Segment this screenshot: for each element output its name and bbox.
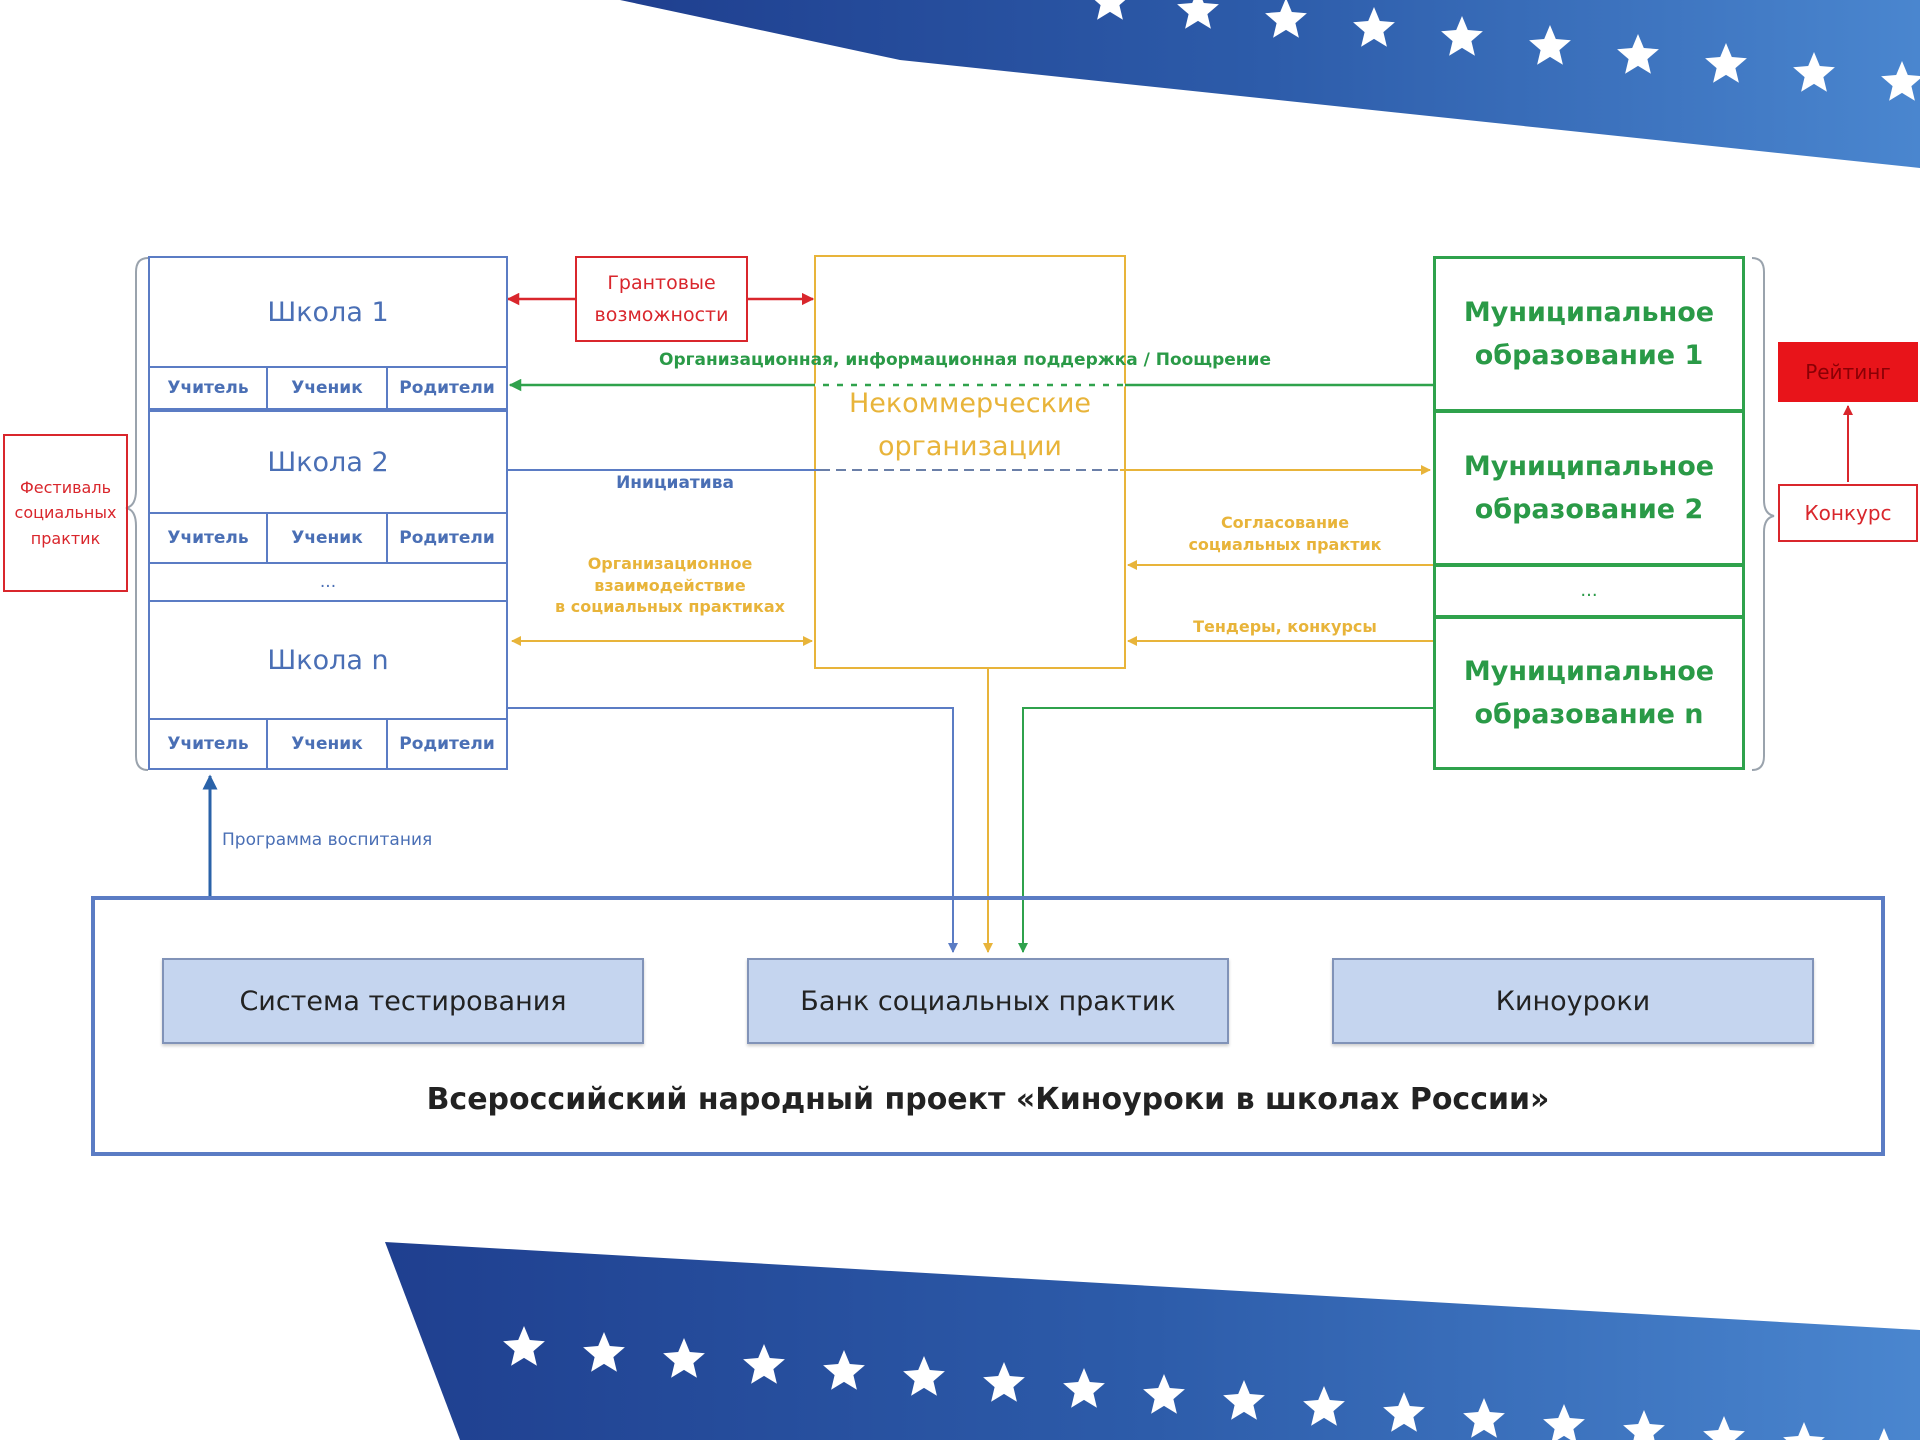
star-icon xyxy=(903,1356,945,1396)
project-title: Всероссийский народный проект «Киноуроки… xyxy=(426,1082,1550,1117)
tenders-label: Тендеры, конкурсы xyxy=(1193,617,1377,636)
school-n-teacher: Учитель xyxy=(148,718,268,770)
project-frame xyxy=(91,896,1885,1156)
school-1-title: Школа 1 xyxy=(267,296,389,328)
school-1-box[interactable]: Школа 1 xyxy=(148,256,508,368)
star-icon xyxy=(663,1338,705,1378)
initiative-label: Инициатива xyxy=(616,473,734,493)
star-icon xyxy=(1793,52,1835,92)
school-ellipsis: ... xyxy=(148,562,508,602)
star-icon xyxy=(743,1344,785,1384)
star-icon xyxy=(1177,0,1219,29)
star-icon xyxy=(1143,1374,1185,1414)
school-1-student: Ученик xyxy=(266,366,388,410)
star-icon xyxy=(823,1350,865,1390)
testing-system-module[interactable]: Система тестирования xyxy=(162,958,644,1044)
municipality-ellipsis: ... xyxy=(1433,564,1745,618)
ngo-box xyxy=(814,255,1126,669)
school-2-title: Школа 2 xyxy=(267,446,389,478)
bottom-banner-stars xyxy=(503,1326,1889,1440)
star-icon xyxy=(503,1326,545,1366)
support-label: Организационная, информационная поддержк… xyxy=(659,350,1271,370)
school-n-title: Школа n xyxy=(267,644,389,676)
program-label: Программа воспитания xyxy=(222,830,433,850)
municipality-1-box[interactable]: Муниципальное образование 1 xyxy=(1433,256,1745,412)
school-n-parents: Родители xyxy=(386,718,508,770)
social-practices-bank-module[interactable]: Банк социальных практик xyxy=(747,958,1229,1044)
star-icon xyxy=(1463,1398,1505,1438)
star-icon xyxy=(1881,61,1920,101)
star-icon xyxy=(1703,1416,1745,1440)
school-2-student: Ученик xyxy=(266,512,388,564)
school-2-parents: Родители xyxy=(386,512,508,564)
muni-to-bank-line xyxy=(1018,707,1433,953)
star-icon xyxy=(983,1362,1025,1402)
school-1-teacher: Учитель xyxy=(148,366,268,410)
star-icon xyxy=(1529,25,1571,65)
star-icon xyxy=(1094,0,1126,20)
municipality-n-box[interactable]: Муниципальное образование n xyxy=(1433,616,1745,770)
school-1-parents: Родители xyxy=(386,366,508,410)
school-n-box[interactable]: Школа n xyxy=(148,600,508,720)
star-icon xyxy=(1441,16,1483,56)
left-brace xyxy=(125,257,149,771)
star-icon xyxy=(1383,1392,1425,1432)
school-2-teacher: Учитель xyxy=(148,512,268,564)
ngo-title: Некоммерческие организации xyxy=(848,388,1092,463)
star-icon xyxy=(1705,43,1747,83)
agreement-label: Согласование социальных практик xyxy=(1188,513,1382,554)
star-icon xyxy=(1783,1422,1825,1440)
grant-box[interactable]: Грантовые возможности xyxy=(575,256,748,342)
festival-box[interactable]: Фестиваль социальных практик xyxy=(3,434,128,592)
star-icon xyxy=(1623,1410,1665,1440)
school-2-box[interactable]: Школа 2 xyxy=(148,410,508,514)
star-icon xyxy=(583,1332,625,1372)
star-icon xyxy=(1063,1368,1105,1408)
school-n-student: Ученик xyxy=(266,718,388,770)
film-lessons-module[interactable]: Киноуроки xyxy=(1332,958,1814,1044)
right-brace xyxy=(1751,257,1775,771)
star-icon xyxy=(1353,7,1395,47)
school-to-bank-line xyxy=(508,707,958,953)
star-icon xyxy=(1265,0,1307,38)
star-icon xyxy=(1303,1386,1345,1426)
star-icon xyxy=(1879,1428,1889,1440)
municipality-2-box[interactable]: Муниципальное образование 2 xyxy=(1433,410,1745,566)
top-banner-stars xyxy=(1094,0,1920,101)
star-icon xyxy=(1617,34,1659,74)
rating-box[interactable]: Рейтинг xyxy=(1778,342,1918,402)
bottom-banner xyxy=(385,1242,1920,1440)
star-icon xyxy=(1543,1404,1585,1440)
star-icon xyxy=(1223,1380,1265,1420)
contest-box[interactable]: Конкурс xyxy=(1778,484,1918,542)
org-interaction-label: Организационное взаимодействие в социаль… xyxy=(555,554,785,617)
top-banner xyxy=(620,0,1920,168)
